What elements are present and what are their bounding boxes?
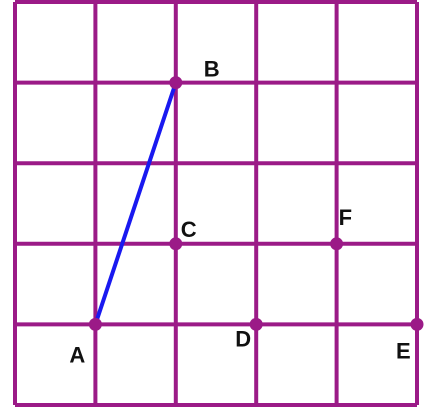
grid: [13, 0, 419, 407]
points: [88, 76, 424, 331]
point-label-e: E: [396, 338, 411, 363]
point-label-f: F: [339, 205, 352, 230]
point-label-a: A: [69, 342, 85, 367]
point-f: [330, 237, 344, 251]
segments: [93, 80, 178, 327]
point-labels: A B C D E F: [69, 57, 410, 368]
point-b: [169, 76, 183, 90]
point-d: [249, 317, 263, 331]
point-label-d: D: [235, 326, 251, 351]
point-a: [88, 317, 102, 331]
point-label-b: B: [204, 57, 220, 82]
point-c: [169, 237, 183, 251]
point-label-c: C: [181, 217, 197, 242]
segment-a-b: [93, 80, 178, 327]
point-e: [410, 317, 424, 331]
